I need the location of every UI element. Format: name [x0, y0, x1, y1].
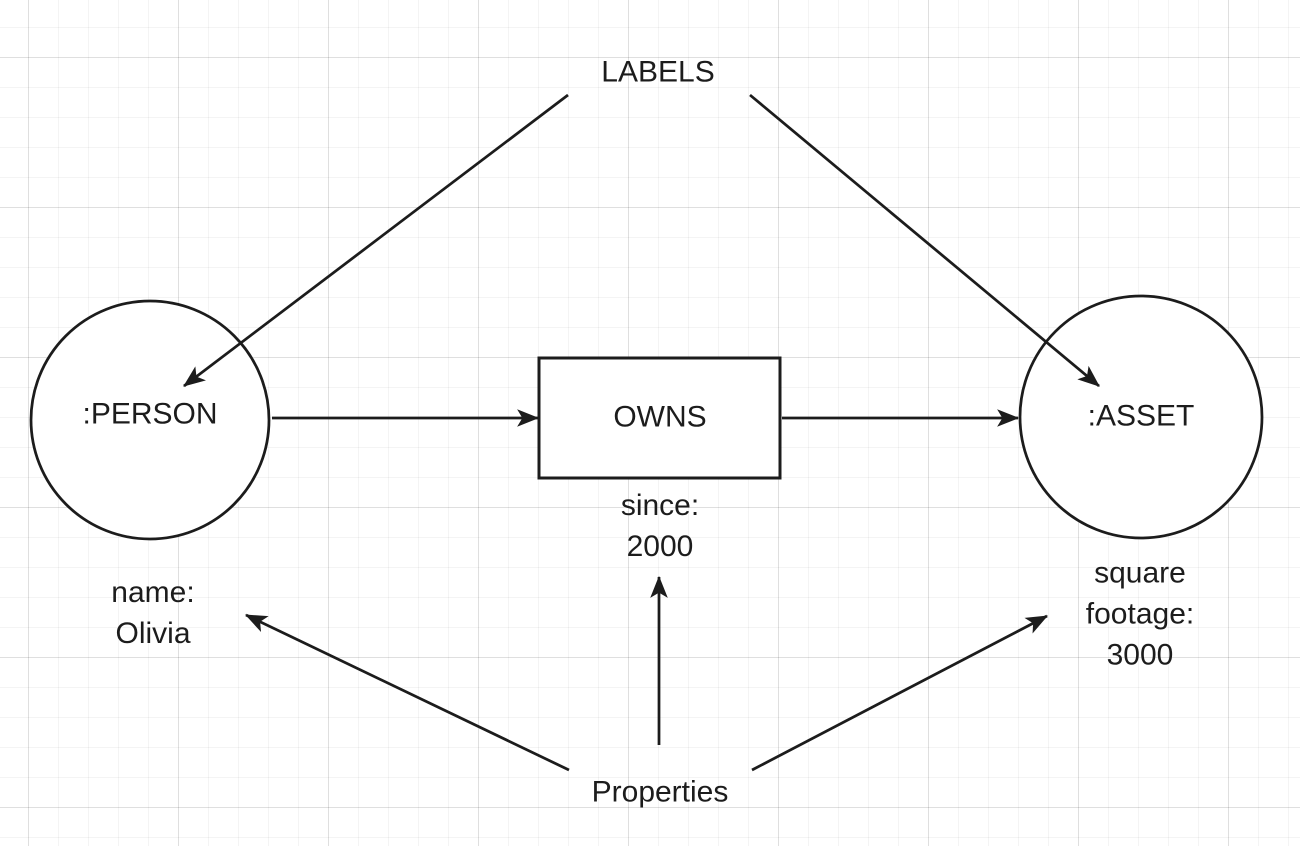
person-property-line1: name: — [111, 576, 195, 609]
asset-property-line1: square — [1094, 556, 1186, 590]
labels-title: LABELS — [601, 55, 715, 89]
person-node-shape — [29, 299, 271, 541]
properties-title: Properties — [591, 775, 729, 809]
person-property-label: name: Olivia — [111, 572, 194, 654]
owns-relationship-shape — [537, 356, 782, 480]
person-property-line2: Olivia — [115, 617, 191, 650]
asset-property-label: square footage: 3000 — [1086, 553, 1194, 676]
asset-node-shape — [1018, 294, 1264, 540]
asset-node-label: :ASSET — [1087, 399, 1195, 433]
asset-property-line2: footage: — [1085, 597, 1195, 631]
relationship-property-label: since: 2000 — [621, 485, 699, 567]
relationship-property-line1: since: — [620, 489, 700, 522]
arrow-properties-to-name — [245, 613, 570, 772]
arrow-labels-to-asset — [749, 93, 1100, 388]
relationship-property-line2: 2000 — [626, 530, 694, 563]
person-node-label: :PERSON — [82, 397, 218, 431]
arrow-properties-to-sqft — [751, 614, 1048, 772]
owns-relationship-label: OWNS — [613, 400, 707, 434]
asset-property-line3: 3000 — [1106, 638, 1174, 672]
arrow-labels-to-person — [183, 93, 569, 388]
